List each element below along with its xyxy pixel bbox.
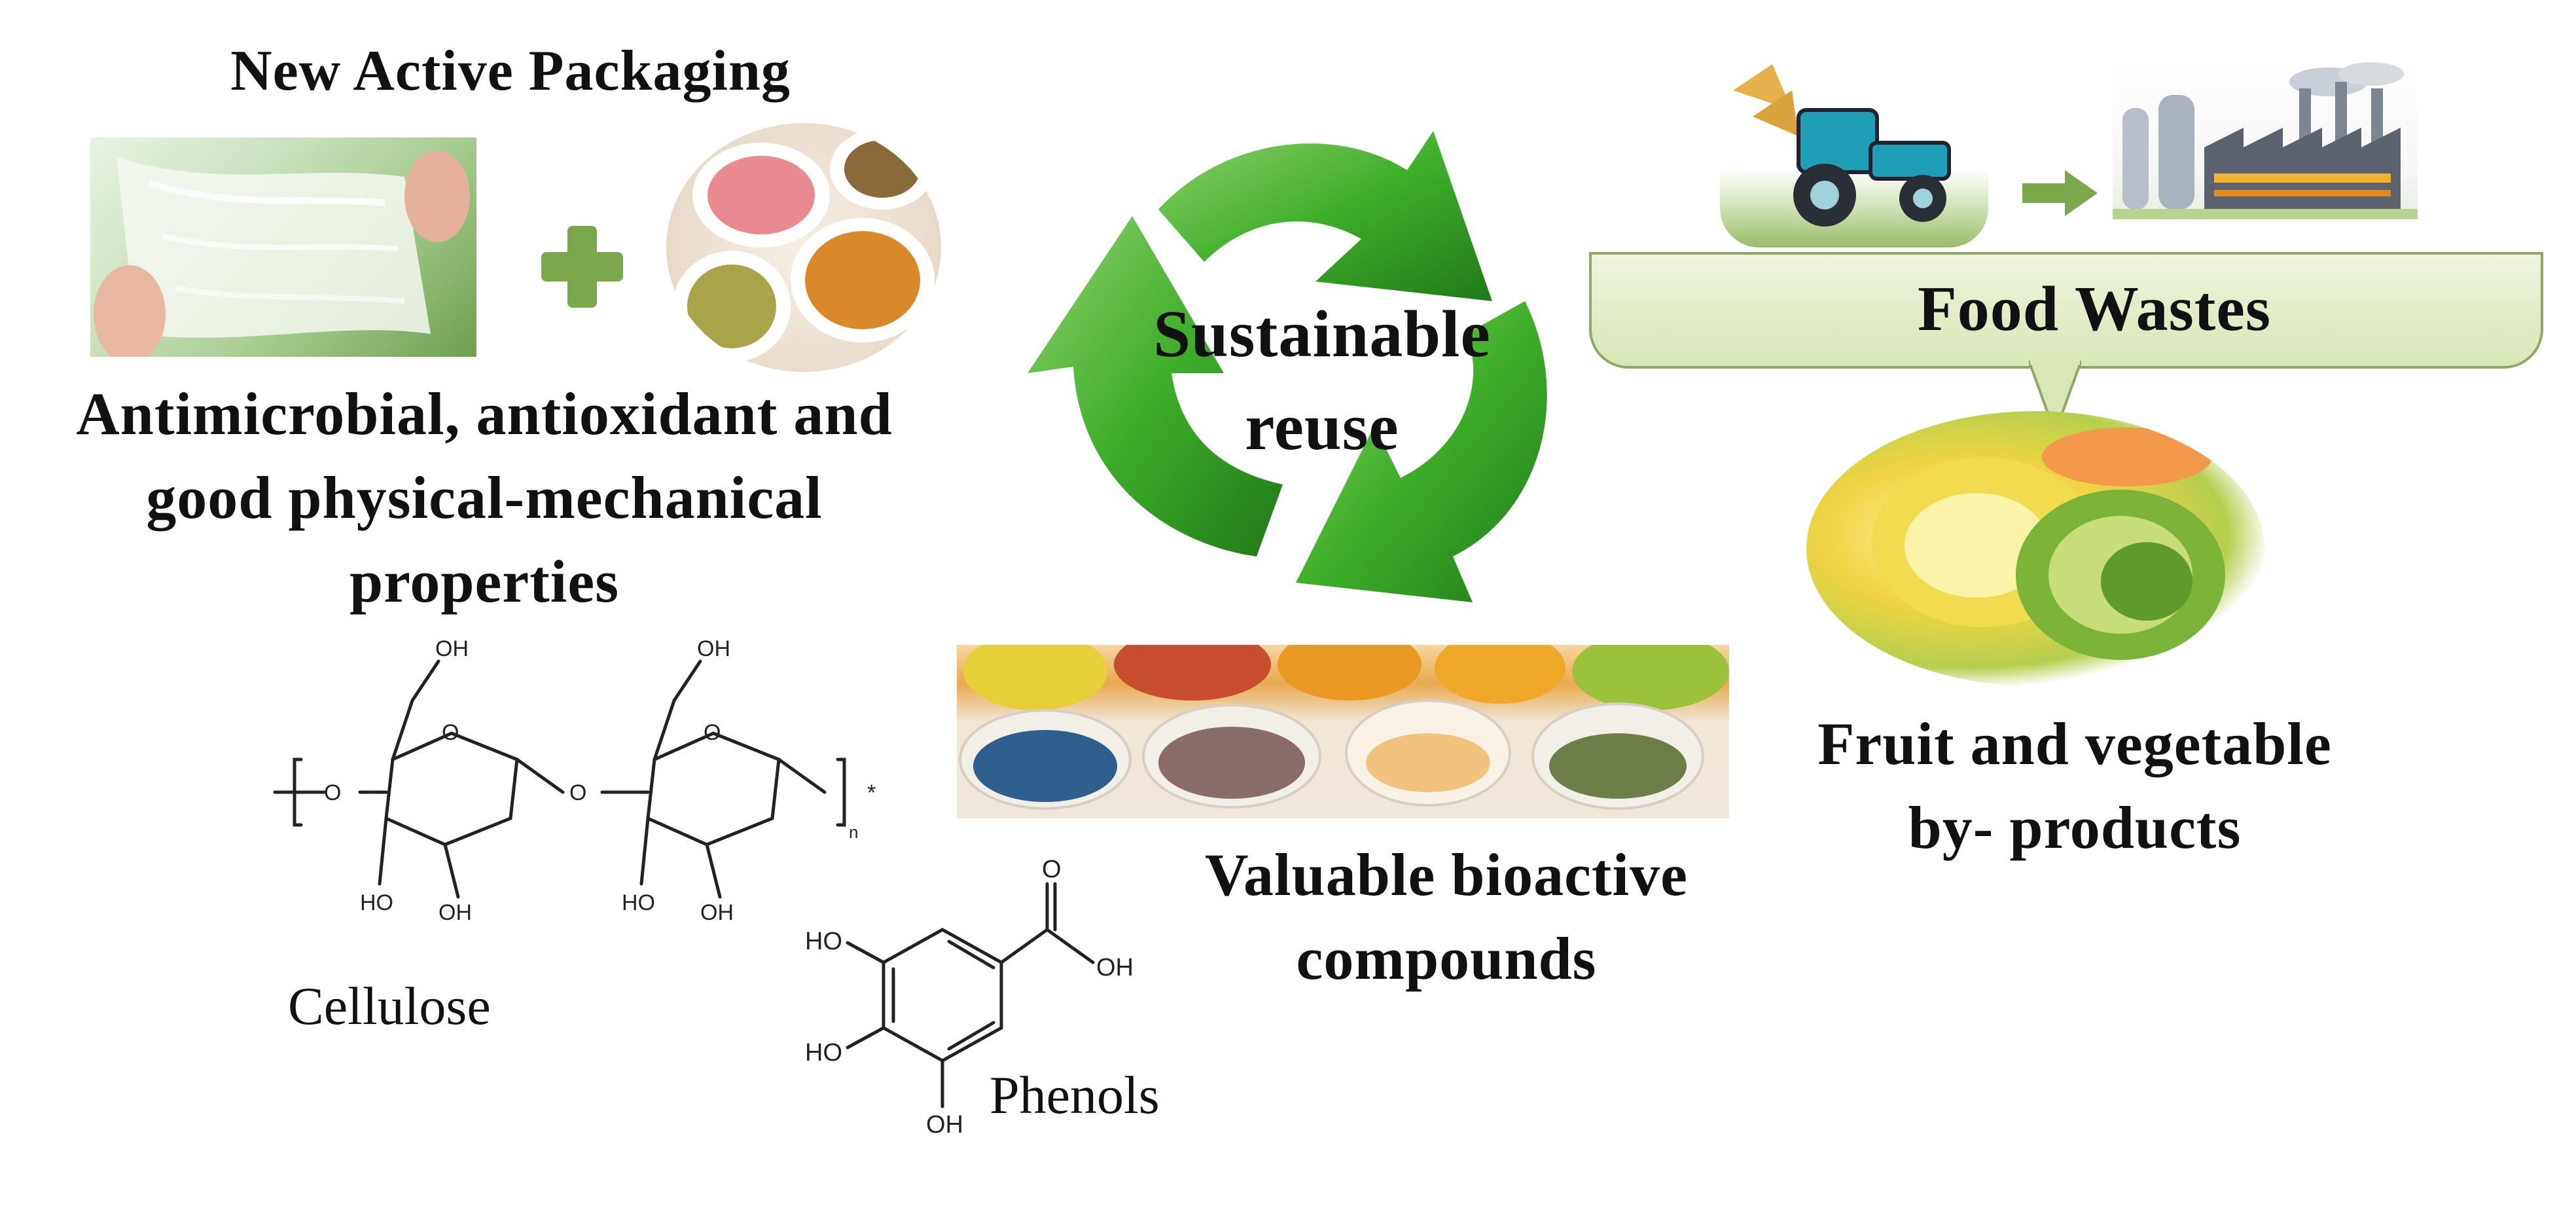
o-label: O — [704, 720, 721, 745]
o-label: O — [1042, 856, 1062, 883]
oh-label: OH — [926, 1111, 963, 1139]
properties-line-3: properties — [349, 548, 619, 615]
bioactive-compounds-label: Valuable bioactive compounds — [1132, 833, 1761, 1000]
oh-label: OH — [697, 636, 730, 661]
cellulose-structure: OH OH O O O O HO OH HO OH n * — [262, 629, 949, 956]
ho-label: HO — [622, 890, 655, 915]
cellulose-label: Cellulose — [288, 976, 491, 1036]
properties-line-1: Antimicrobial, antioxidant and — [76, 380, 893, 447]
ho-label: HO — [360, 890, 393, 915]
packaging-title: New Active Packaging — [230, 39, 791, 103]
sustainable-reuse-label: Sustainable reuse — [1113, 288, 1531, 474]
asterisk: * — [867, 780, 876, 805]
sustainable-line: Sustainable — [1153, 297, 1491, 371]
o-label: O — [569, 780, 586, 805]
oh-label: OH — [435, 636, 469, 661]
ho-label: HO — [805, 928, 842, 955]
banner-pointer — [2027, 359, 2083, 437]
oh-label: OH — [1096, 954, 1134, 981]
fruit-peels-photo — [1806, 411, 2264, 686]
fruit-by-products-label: Fruit and vegetable by- products — [1754, 702, 2395, 869]
phenols-label: Phenols — [990, 1065, 1160, 1125]
spice-bowls-photo — [666, 123, 941, 372]
o-label: O — [324, 780, 341, 805]
properties-line-2: good physical-mechanical — [146, 464, 823, 531]
plastic-film-photo — [90, 137, 476, 357]
bioactive-powders-photo — [957, 645, 1729, 818]
tractor-icon — [1720, 51, 1988, 247]
oh-label: OH — [700, 900, 734, 925]
recycle-icon — [1008, 85, 1597, 642]
factory-icon — [2113, 62, 2418, 219]
valuable-line: Valuable bioactive — [1205, 841, 1688, 908]
oh-label: OH — [438, 900, 472, 925]
compounds-line: compounds — [1296, 925, 1597, 992]
plus-icon — [538, 223, 626, 311]
packaging-properties: Antimicrobial, antioxidant and good phys… — [26, 372, 942, 623]
reuse-line: reuse — [1245, 390, 1399, 464]
arrow-right-icon — [2022, 167, 2101, 219]
by-products-line: by- products — [1908, 794, 2242, 861]
food-wastes-label: Food Wastes — [1917, 274, 2272, 344]
o-label: O — [442, 720, 459, 745]
ho-label: HO — [805, 1039, 842, 1067]
fruit-line: Fruit and vegetable — [1817, 710, 2332, 777]
phenol-structure: O OH HO HO OH — [740, 851, 1172, 1192]
n-subscript: n — [849, 822, 858, 842]
